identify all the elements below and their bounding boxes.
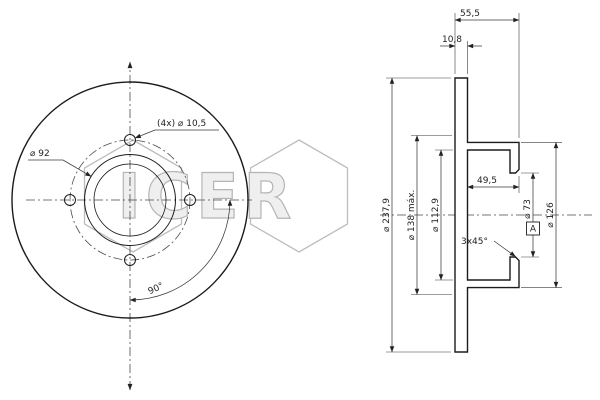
datum-box [526, 221, 540, 236]
datum-label: A [530, 225, 537, 235]
section-view: 55,5 10,8 ⌀ 237,9 ⌀ 138 máx. ⌀ 112,9 49,… [380, 9, 592, 353]
swept-diameter-label: ⌀ 138 máx. [407, 190, 417, 241]
hat-inner-diameter-label: ⌀ 112,9 [431, 198, 441, 232]
hat-outer-diameter-label: ⌀ 126 [546, 202, 556, 228]
chamfer-leader [493, 240, 516, 257]
outer-diameter-label: ⌀ 237,9 [382, 198, 392, 232]
bolt-holes-label: (4x) ⌀ 10,5 [157, 119, 206, 129]
hub-diameter-leader [62, 159, 92, 177]
chamfer-label: 3x45° [461, 237, 488, 247]
bolt-angle-arc [129, 199, 233, 303]
center-bore-label: ⌀ 73 [523, 199, 533, 219]
bolt-holes-leader [134, 129, 156, 139]
overall-width-label: 55,5 [460, 9, 480, 19]
disc-outer-circle [11, 81, 249, 319]
disc-thickness-label: 10,8 [442, 35, 462, 45]
bolt-hole-top [124, 134, 136, 146]
watermark-brand-text: ICER [118, 160, 297, 233]
hat-depth-label: 49,5 [477, 176, 497, 186]
watermark-hexagon-right [249, 139, 349, 253]
bolt-hole-left [64, 194, 76, 206]
front-view: (4x) ⌀ 10,5 ⌀ 92 90° [11, 61, 252, 391]
hub-diameter-label: ⌀ 92 [30, 149, 50, 159]
section-outline [454, 77, 520, 353]
watermark: ICER [83, 139, 349, 253]
